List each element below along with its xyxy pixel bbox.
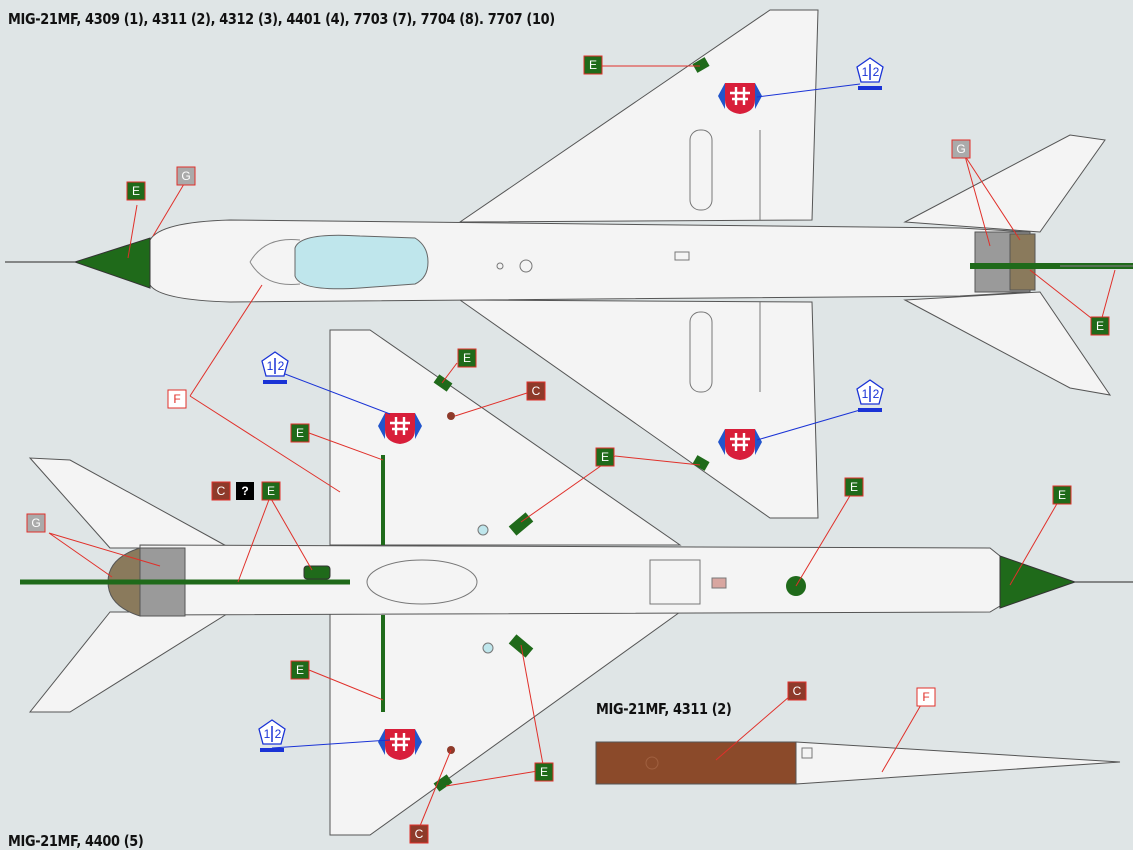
svg-text:1: 1 [862, 387, 869, 401]
marker-e-4: E [457, 348, 477, 368]
bottom-view-upper-tailplane [28, 457, 231, 549]
top-view-lower-wing [458, 299, 819, 519]
leader-lines [48, 65, 1116, 827]
insignia-ref-4: 1 2 [258, 719, 286, 752]
svg-text:G: G [956, 142, 965, 156]
svg-text:C: C [217, 484, 226, 498]
svg-text:2: 2 [275, 727, 282, 741]
marker-e-2: E [126, 181, 146, 201]
svg-text:F: F [173, 392, 180, 406]
svg-text:2: 2 [873, 387, 880, 401]
bottom-view-lower-tailplane [28, 611, 232, 713]
svg-text:?: ? [241, 484, 248, 498]
marker-unknown: ? [236, 482, 254, 500]
marker-e-3: E [1090, 316, 1110, 336]
svg-text:1: 1 [264, 727, 271, 741]
svg-text:G: G [31, 516, 40, 530]
marker-g-1: G [176, 166, 196, 186]
svg-text:E: E [132, 184, 140, 198]
top-view-upper-wing [458, 9, 819, 223]
svg-text:1: 1 [862, 65, 869, 79]
svg-text:E: E [589, 58, 597, 72]
marker-e-6: E [595, 447, 615, 467]
svg-text:E: E [296, 426, 304, 440]
svg-text:C: C [793, 684, 802, 698]
top-view-aircraft [5, 9, 1133, 519]
svg-text:E: E [1058, 488, 1066, 502]
marker-f-1: F [167, 389, 187, 409]
caption-nose-variant: MIG-21MF, 4311 (2) [596, 700, 732, 718]
caption-main: MIG-21MF, 4309 (1), 4311 (2), 4312 (3), … [8, 10, 555, 28]
svg-text:E: E [540, 765, 548, 779]
marker-e-9: E [261, 481, 281, 501]
svg-text:C: C [532, 384, 541, 398]
marker-c-1: C [526, 381, 546, 401]
svg-text:2: 2 [278, 359, 285, 373]
marker-g-2: G [951, 139, 971, 159]
nose-variant-drawing [595, 741, 1121, 785]
svg-text:1: 1 [267, 359, 274, 373]
nose-variant-brown-area [595, 741, 797, 785]
marker-f-2: F [916, 687, 936, 707]
insignia-ref-1: 1 2 [856, 57, 884, 90]
marker-c-2: C [211, 481, 231, 501]
marker-e-5: E [290, 423, 310, 443]
svg-text:C: C [415, 827, 424, 841]
svg-text:E: E [296, 663, 304, 677]
marker-e-1: E [583, 55, 603, 75]
marker-e-10: E [290, 660, 310, 680]
top-view-lower-tailplane [903, 291, 1112, 396]
svg-text:G: G [181, 169, 190, 183]
top-view-nose-cone [73, 237, 151, 289]
marker-c-3: C [787, 681, 807, 701]
svg-text:2: 2 [873, 65, 880, 79]
marker-g-3: G [26, 513, 46, 533]
insignia-ref-3: 1 2 [856, 379, 884, 412]
marker-e-7: E [844, 477, 864, 497]
svg-text:F: F [922, 690, 929, 704]
bottom-view-aircraft [20, 329, 1133, 836]
top-view-canopy [294, 234, 429, 290]
insignia-ref-2: 1 2 [261, 351, 289, 384]
svg-text:E: E [267, 484, 275, 498]
top-view-upper-tailplane [903, 134, 1106, 233]
marker-e-8: E [1052, 485, 1072, 505]
svg-text:E: E [601, 450, 609, 464]
marker-c-4: C [409, 824, 429, 844]
svg-text:E: E [850, 480, 858, 494]
top-view-fuselage [149, 219, 1031, 303]
callout-markers: E E E E E E E E E E E G G G F F C C C C … [26, 55, 1110, 844]
svg-text:E: E [463, 351, 471, 365]
marker-e-11: E [534, 762, 554, 782]
svg-text:E: E [1096, 319, 1104, 333]
bottom-view-upper-wing [329, 329, 682, 546]
